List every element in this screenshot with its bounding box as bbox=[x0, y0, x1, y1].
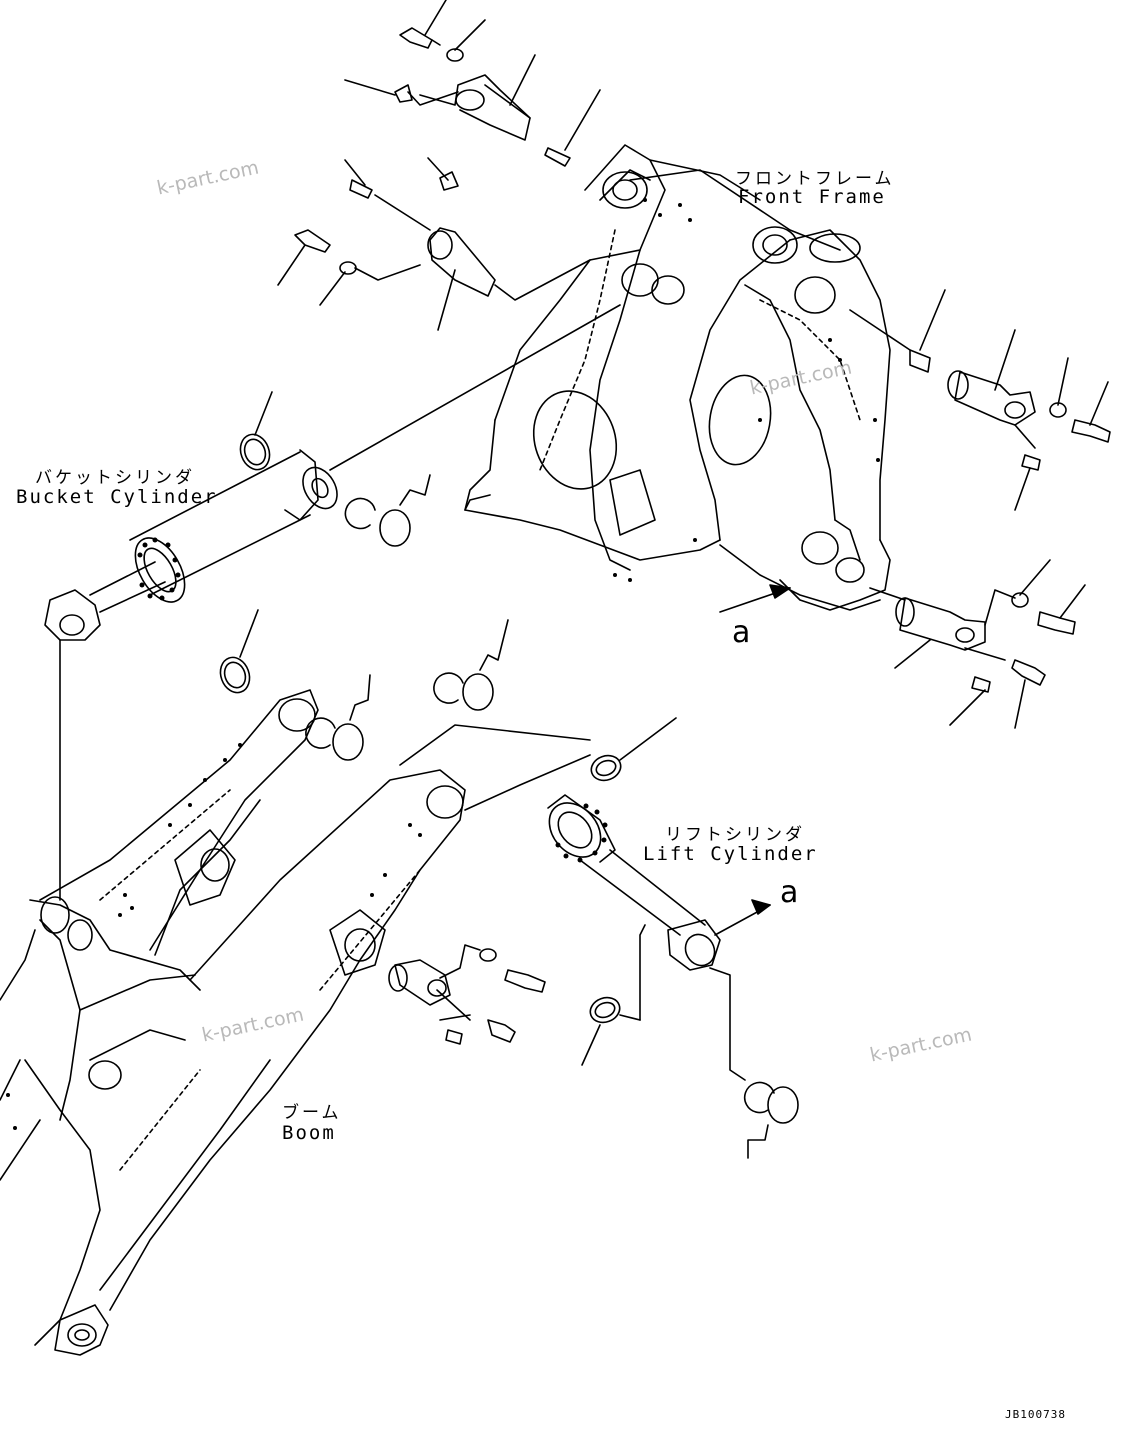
front-frame bbox=[464, 144, 891, 611]
lift-cylinder-label-jp: リフトシリンダ bbox=[665, 825, 805, 845]
boom-label-jp: ブーム bbox=[282, 1103, 342, 1123]
upper-pin-group-1 bbox=[344, 0, 601, 167]
upper-pin-group-2 bbox=[277, 157, 591, 331]
front-frame-label-en: Front Frame bbox=[738, 186, 886, 208]
drawing-code: JB100738 bbox=[1005, 1408, 1066, 1421]
boom-pin-hardware bbox=[388, 944, 546, 1045]
bucket-cylinder-label-jp: バケットシリンダ bbox=[35, 468, 195, 488]
view-arrow-left bbox=[719, 584, 791, 613]
lift-cylinder-label-en: Lift Cylinder bbox=[643, 843, 818, 865]
boom-label-en: Boom bbox=[282, 1122, 336, 1144]
bucket-cylinder bbox=[44, 304, 621, 901]
right-pin-group-upper bbox=[849, 289, 1111, 511]
bucket-cylinder-shims bbox=[219, 391, 677, 782]
boom bbox=[0, 689, 591, 1356]
right-pin-group-lower bbox=[869, 559, 1086, 729]
front-frame-label-jp: フロントフレーム bbox=[735, 169, 895, 189]
lift-cylinder bbox=[547, 794, 799, 1159]
view-a-label-left: a bbox=[732, 615, 751, 650]
bucket-cylinder-label-en: Bucket Cylinder bbox=[16, 486, 218, 508]
view-a-label-right: a bbox=[780, 875, 799, 910]
